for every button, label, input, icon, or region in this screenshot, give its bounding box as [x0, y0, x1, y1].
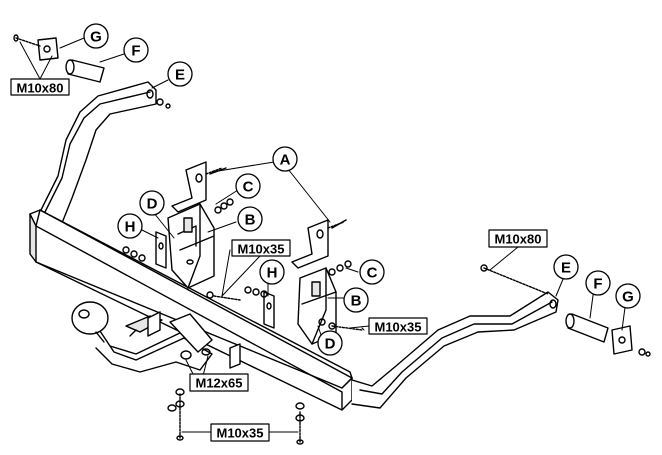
callout-e-left: E [175, 67, 185, 84]
bolt-upper-a-right [327, 221, 345, 229]
bolt-top-left [13, 34, 41, 47]
plate-h-left [155, 231, 167, 269]
tow-ball [71, 301, 109, 343]
bolt-label-top-left: M10x80 [17, 81, 64, 96]
bolt-bottom-right [296, 411, 304, 445]
callout-g-left: G [90, 29, 102, 46]
bolt-right-bracket [328, 322, 363, 331]
callout-circles [83, 23, 641, 356]
bolt-label-ball-mount: M12x65 [196, 376, 243, 391]
center-bracket-left [167, 203, 215, 289]
square-plate-g-left [37, 37, 59, 61]
left-side-arm [37, 81, 157, 229]
square-plate-g-right [611, 325, 633, 355]
spacer-tube-f-right [565, 313, 609, 343]
right-side-arm [351, 291, 559, 409]
plate-h-right [263, 291, 275, 329]
callout-f-left: F [131, 43, 140, 60]
callout-b-upper: B [245, 212, 256, 229]
callout-h-left: H [125, 219, 136, 236]
bolt-upper-a-left [205, 167, 223, 175]
upper-bracket-a-right [291, 219, 347, 269]
callout-g-right: G [622, 289, 634, 306]
callout-h-right: H [267, 265, 278, 282]
callout-f-right: F [593, 276, 602, 293]
bolt-right-arm [480, 264, 549, 295]
callout-d-lower: D [325, 336, 336, 353]
ball-mount-plate [169, 313, 213, 360]
callout-c-lower: C [367, 265, 378, 282]
callout-b-lower: B [351, 293, 362, 310]
spacer-tube-f-left [65, 59, 105, 83]
bolt-label-center: M10x35 [238, 242, 285, 257]
washers-nuts [122, 98, 651, 422]
label-boxes [10, 78, 548, 442]
callout-c-upper: C [243, 179, 254, 196]
bolt-label-right-bracket: M10x35 [375, 320, 422, 335]
callout-e-right: E [561, 260, 571, 277]
bolt-label-right-arm: M10x80 [495, 232, 542, 247]
bolt-center [206, 291, 241, 301]
bolt-label-bottom: M10x35 [217, 426, 264, 441]
callout-a: A [280, 152, 291, 169]
callout-d-upper: D [147, 196, 158, 213]
label-box-leaders [19, 41, 519, 433]
